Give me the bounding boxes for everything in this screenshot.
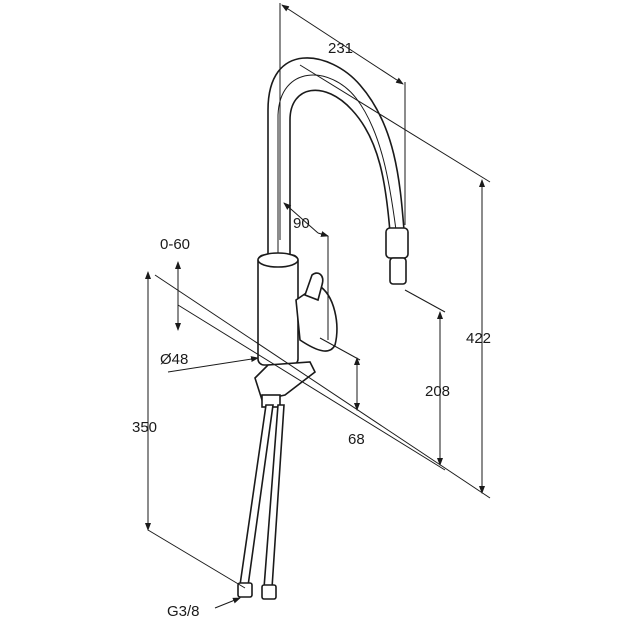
dim-label-208: 208 [425, 383, 450, 400]
faucet-body [254, 252, 338, 408]
supply-hoses [237, 404, 285, 600]
aerator [385, 227, 409, 259]
lever-handle [295, 284, 338, 352]
dim-label-350: 350 [132, 419, 157, 436]
dimension-lines [145, 3, 491, 609]
dim-label-diameter: Ø48 [160, 351, 188, 368]
dim-label-231: 231 [328, 40, 353, 57]
dim-label-0-60: 0-60 [160, 236, 190, 253]
spout [267, 57, 409, 285]
dim-label-422: 422 [466, 330, 491, 347]
dim-label-90: 90 [293, 215, 310, 232]
dim-label-68: 68 [348, 431, 365, 448]
dim-label-thread: G3/8 [167, 603, 200, 620]
